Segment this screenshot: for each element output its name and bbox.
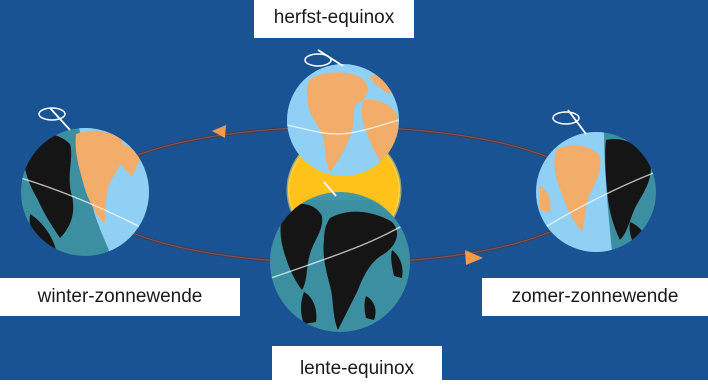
earth-globe-right <box>536 109 656 252</box>
label-winter-zonnewende: winter-zonnewende <box>0 278 240 316</box>
label-zomer-zonnewende: zomer-zonnewende <box>482 278 708 316</box>
orbit-arrow-icon <box>212 125 226 138</box>
orbit-arrow-icon <box>465 250 483 265</box>
seasons-diagram: herfst-equinox winter-zonnewende zomer-z… <box>0 0 708 380</box>
earth-globe-bottom <box>270 181 410 332</box>
label-lente-equinox: lente-equinox <box>272 346 442 380</box>
label-herfst-equinox: herfst-equinox <box>254 0 414 38</box>
